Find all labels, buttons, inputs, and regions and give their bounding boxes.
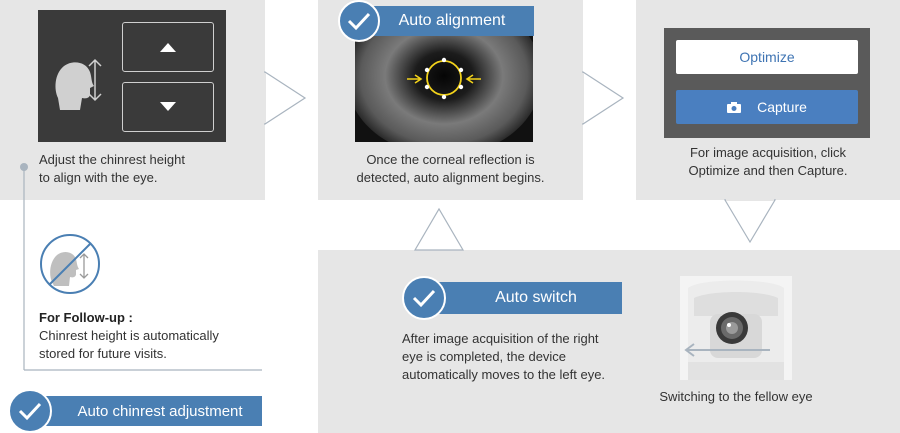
checkmark-icon	[18, 402, 42, 421]
auto-switch-badge: Auto switch	[420, 282, 622, 314]
switch-caption: After image acquisition of the right eye…	[402, 330, 642, 384]
step2-caption-line1: Once the corneal reflection is	[366, 152, 535, 167]
chinrest-up-button[interactable]	[122, 22, 214, 72]
arrow-step1-to-step2	[264, 70, 307, 126]
capture-button[interactable]: Capture	[676, 90, 858, 124]
step1-caption: Adjust the chinrest height to align with…	[39, 151, 259, 187]
switch-image-caption: Switching to the fellow eye	[659, 389, 813, 404]
camera-icon	[727, 101, 742, 113]
head-profile-icon	[55, 62, 94, 110]
followup-caption: Chinrest height is automatically stored …	[39, 327, 259, 363]
arrow-step3-to-switch	[723, 199, 777, 244]
followup-heading: For Follow-up :	[39, 310, 133, 325]
chinrest-control-box	[38, 10, 226, 142]
capture-label: Capture	[757, 99, 807, 115]
optimize-button[interactable]: Optimize	[676, 40, 858, 74]
auto-switch-check	[402, 276, 446, 320]
arrow-switch-to-step2	[413, 207, 465, 251]
checkmark-icon	[347, 12, 371, 31]
step3-caption-line1: For image acquisition, click	[689, 145, 847, 160]
acquisition-screen: Optimize Capture	[664, 28, 870, 138]
eye-illustration	[355, 10, 533, 142]
device-image	[680, 276, 792, 380]
auto-alignment-badge: Auto alignment	[356, 6, 534, 36]
up-down-arrow-icon	[88, 58, 102, 102]
step2-caption: Once the corneal reflection is detected,…	[318, 151, 583, 187]
switch-caption-line2: eye is completed, the device	[402, 349, 567, 364]
step1-caption-line1: Adjust the chinrest height	[39, 152, 185, 167]
triangle-down-icon	[160, 102, 176, 111]
followup-caption-line1: Chinrest height is automatically	[39, 328, 219, 343]
followup-caption-line2: stored for future visits.	[39, 346, 167, 361]
checkmark-icon	[412, 289, 436, 308]
arrow-step2-to-step3	[582, 70, 625, 126]
switch-caption-line3: automatically moves to the left eye.	[402, 367, 606, 382]
chinrest-disabled-icon	[40, 234, 100, 294]
step1-caption-line2: to align with the eye.	[39, 170, 158, 185]
step2-caption-line2: detected, auto alignment begins.	[356, 170, 545, 185]
chinrest-down-button[interactable]	[122, 82, 214, 132]
auto-chinrest-badge: Auto chinrest adjustment	[36, 396, 262, 426]
step3-caption: For image acquisition, click Optimize an…	[636, 144, 900, 180]
optimize-label: Optimize	[739, 49, 795, 65]
step3-caption-line2: Optimize and then Capture.	[688, 163, 848, 178]
triangle-up-icon	[160, 43, 176, 52]
auto-alignment-check	[338, 0, 380, 42]
switch-caption-line1: After image acquisition of the right	[402, 331, 599, 346]
device-illustration	[684, 280, 784, 380]
auto-chinrest-check	[8, 389, 52, 433]
